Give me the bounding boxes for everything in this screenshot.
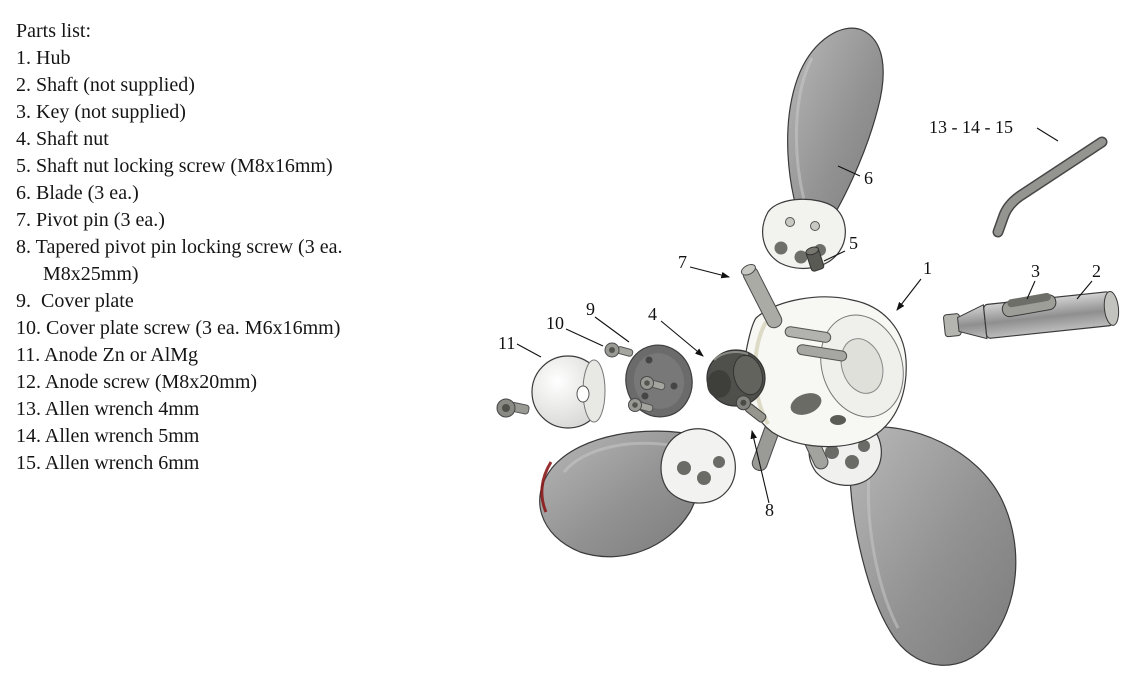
leader-shaft [1076,280,1093,300]
key-top-face [1007,292,1051,308]
shaft-nut-locking-screw [805,246,825,272]
cover-plate [625,344,693,418]
gear-tooth [825,445,839,459]
hub-bore [840,338,884,394]
parts-list-item-blade: 6. Blade (3 ea.) [16,182,139,204]
callout-locking-screw: 5 [849,233,858,253]
leader-pivot-pin [689,266,731,279]
parts-list-item-locking-screw: 5. Shaft nut locking screw (M8x16mm) [16,155,333,177]
callout-shaft-nut: 4 [648,304,657,324]
anode-hole [576,385,590,403]
cover-plate-screw-mid [640,376,666,391]
leader-key [1026,280,1036,300]
parts-list-item-key: 3. Key (not supplied) [16,101,186,123]
tapered-locking-screw [735,395,767,423]
callout-key: 3 [1031,261,1040,281]
blade-top-highlight [794,57,814,201]
gear-tooth [794,250,808,264]
leader-tapered-screw [750,429,770,504]
shaft-nut-highlight [713,351,749,361]
anode [531,355,606,429]
cover-plate-hole [645,356,653,364]
callout-cover-plate: 9 [586,299,595,319]
cover-plate-screw-low [628,398,654,413]
hub [743,296,907,472]
gear-tooth [677,461,691,475]
parts-list: Parts list: 1. Hub 2. Shaft (not supplie… [16,18,430,477]
parts-list-item-allen-6: 15. Allen wrench 6mm [16,452,200,474]
hub-hole [830,415,846,425]
callout-tapered-screw: 8 [765,500,774,520]
shaft-nut-collar [707,370,731,398]
hub-pin-lower [796,344,848,362]
cover-plate-screw-detached [604,342,634,358]
callout-hub: 1 [923,258,932,278]
leader-cover-plate-screw [565,328,604,347]
anode-screw [496,398,530,418]
callout-shaft: 2 [1092,261,1101,281]
parts-list-item-allen-5: 14. Allen wrench 5mm [16,425,200,447]
allen-wrench [992,136,1108,238]
parts-list-item-shaft-nut: 4. Shaft nut [16,128,109,150]
shaft-nut-face [733,354,763,396]
leader-cover-plate [594,316,630,343]
leader-blade [837,165,861,177]
blade-top-root-gear [762,198,846,269]
hub-opening [790,393,822,415]
gear-hole [810,221,820,231]
parts-list-item-anode-screw: 12. Anode screw (M8x20mm) [16,371,258,393]
blade-bottom-left-root-gear [660,428,736,504]
leader-locking-screw [823,250,846,262]
parts-list-item-pivot-pin: 7. Pivot pin (3 ea.) [16,209,165,231]
parts-list-item-allen-4: 13. Allen wrench 4mm [16,398,200,420]
parts-list-title: Parts list: [16,20,92,42]
callout-blade: 6 [864,168,873,188]
gear-tooth [697,471,711,485]
parts-list-item-hub: 1. Hub [16,47,71,69]
leader-hub [896,278,922,311]
gear-tooth [858,440,870,452]
parts-list-item-tapered-screw: 8. Tapered pivot pin locking screw (3 ea… [16,236,348,285]
callout-cover-plate-screw: 10 [546,313,564,333]
cover-plate-hole [670,382,678,390]
leader-anode [516,343,542,358]
pivot-pin [740,264,783,329]
callout-allen-wrenches: 13 - 14 - 15 [929,117,1013,137]
gear-tooth [845,455,859,469]
callout-pivot-pin: 7 [678,252,687,272]
leader-allen-wrench [1036,127,1059,142]
parts-list-item-cover-plate: 9. Cover plate [16,290,134,312]
shaft-end [1103,291,1120,326]
gear-hole [785,217,795,227]
gear-tooth [774,241,788,255]
blade-bl-red-edge [540,461,553,513]
parts-list-item-anode: 11. Anode Zn or AlMg [16,344,199,366]
gear-tooth [713,456,725,468]
parts-list-item-shaft: 2. Shaft (not supplied) [16,74,195,96]
leader-shaft-nut [660,320,704,357]
parts-list-item-cover-plate-screw: 10. Cover plate screw (3 ea. M6x16mm) [16,317,341,339]
shaft-nut [706,349,766,407]
blade-bl-highlight [562,441,677,473]
shaft-taper [957,304,988,340]
hub-pin-upper [784,326,832,343]
cover-plate-hole [641,392,649,400]
callout-anode: 11 [498,333,515,353]
